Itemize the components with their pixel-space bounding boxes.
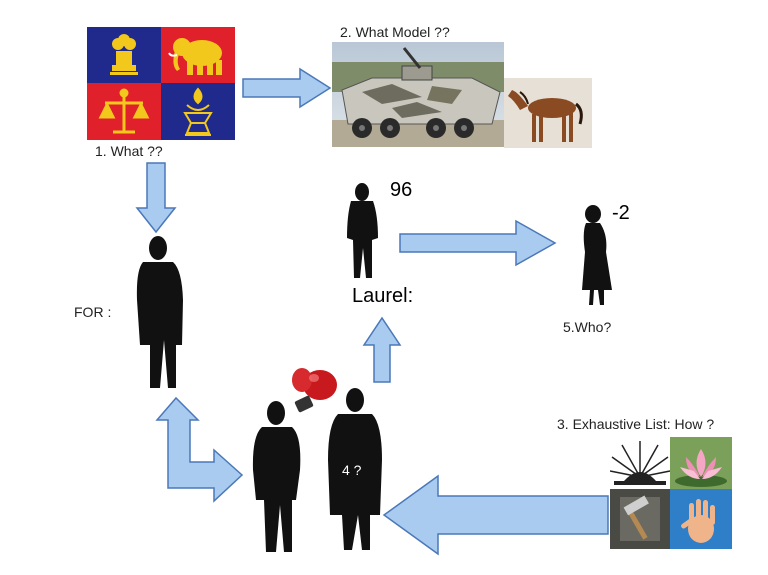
- rising-sun-icon: [610, 437, 670, 489]
- open-palm-icon: [670, 489, 732, 549]
- man-silhouette-group-left: [253, 401, 300, 552]
- lotus-flower-icon: [670, 437, 732, 489]
- man-silhouette-for: [137, 236, 183, 388]
- boxing-gloves-icon: [292, 368, 337, 413]
- score-top: 96: [390, 179, 412, 202]
- label-exhaustive: 3. Exhaustive List: How ?: [557, 416, 714, 432]
- label-four: 4 ?: [342, 462, 361, 478]
- label-for: FOR :: [74, 304, 111, 320]
- score-woman: -2: [612, 202, 630, 225]
- symbols-grid: [610, 437, 732, 549]
- label-laurel: Laurel:: [352, 285, 413, 308]
- label-who: 5.Who?: [563, 319, 611, 335]
- woman-silhouette-who: [582, 205, 612, 305]
- hammer-icon: [610, 489, 670, 549]
- man-silhouette-laurel: [347, 183, 378, 278]
